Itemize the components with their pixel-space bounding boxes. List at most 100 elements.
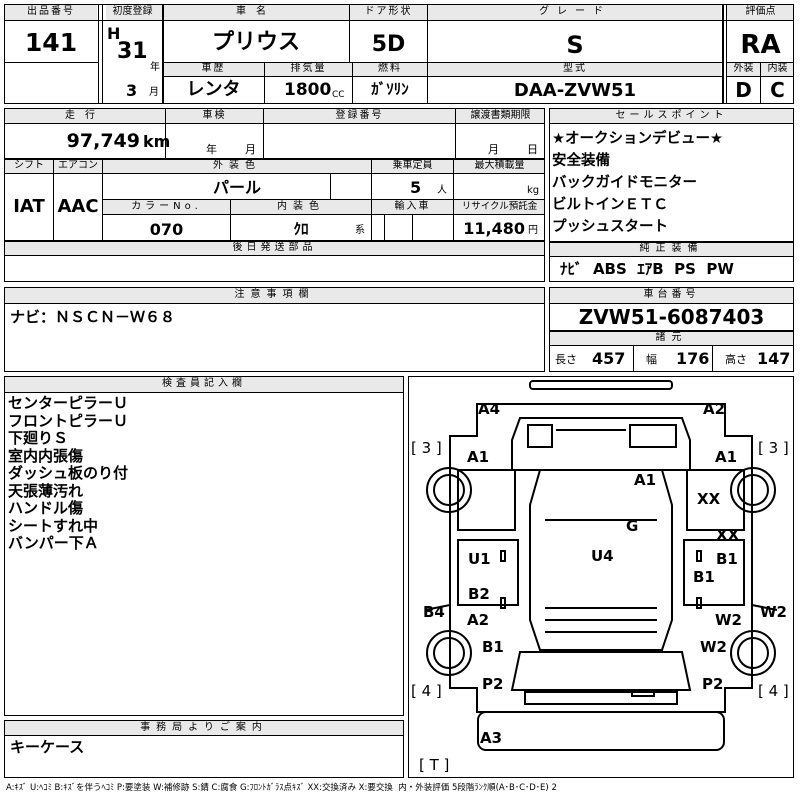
damage-code: A1 bbox=[467, 448, 490, 466]
fuel-label: 燃料 bbox=[378, 63, 402, 74]
equipment-label: 純正装備 bbox=[639, 243, 704, 254]
recycle-unit: 円 bbox=[528, 225, 538, 236]
mileage-label: 走行 bbox=[65, 110, 105, 121]
car-name-label: 車名 bbox=[236, 6, 276, 17]
door-type: 5D bbox=[371, 32, 406, 57]
width: 176 bbox=[676, 349, 710, 368]
exterior-score: D bbox=[735, 78, 752, 102]
damage-code: U4 bbox=[591, 547, 614, 565]
damage-code: B2 bbox=[468, 585, 490, 603]
chassis-label: 車台番号 bbox=[643, 289, 700, 300]
sales-point-item: バックガイドモニター bbox=[552, 175, 697, 191]
later-parts-label: 後日発送部品 bbox=[232, 242, 317, 253]
cautions-box bbox=[4, 287, 545, 372]
lot-label: 出品番号 bbox=[27, 6, 75, 17]
import-label: 輸入車 bbox=[394, 201, 431, 212]
ac-label: エアコン bbox=[58, 160, 98, 171]
exterior-label: 外装 bbox=[733, 63, 754, 74]
transfer-label: 譲渡書類期限 bbox=[470, 110, 531, 121]
model-code: DAA-ZVW51 bbox=[513, 80, 637, 101]
displacement-unit: CC bbox=[332, 90, 345, 100]
inspection-label: 車検 bbox=[202, 110, 227, 121]
capacity-unit: 人 bbox=[437, 185, 447, 196]
damage-code: A4 bbox=[478, 400, 501, 418]
recycle-label: リサイクル預託金 bbox=[461, 201, 538, 212]
shift-label: シフト bbox=[14, 160, 44, 171]
month-unit: 月 bbox=[149, 87, 159, 98]
office-box bbox=[4, 720, 404, 778]
chassis-box bbox=[549, 287, 794, 372]
damage-code: B1 bbox=[482, 638, 504, 656]
details-table bbox=[4, 108, 545, 282]
car-name: プリウス bbox=[211, 30, 300, 55]
damage-code: A2 bbox=[467, 611, 490, 629]
fuel: ｶﾞｿﾘﾝ bbox=[371, 80, 409, 98]
sales-points-box bbox=[549, 108, 794, 282]
car-diagram bbox=[424, 380, 778, 751]
header-table bbox=[4, 4, 794, 104]
damage-code: A1 bbox=[634, 471, 657, 489]
dims-label: 諸元 bbox=[655, 332, 688, 343]
score: RA bbox=[740, 30, 781, 60]
inspector-label: 検査員記入欄 bbox=[162, 378, 246, 389]
height: 147 bbox=[757, 349, 791, 368]
length: 457 bbox=[592, 349, 626, 368]
recycle-fee: 11,480 bbox=[463, 219, 525, 238]
damage-code: U1 bbox=[468, 550, 491, 568]
grade-label: グレード bbox=[539, 6, 611, 17]
era: H bbox=[107, 24, 121, 43]
cautions-text: ナビ：ＮＳＣＮ－Ｗ６８ bbox=[10, 308, 176, 326]
inspector-note: シートすれ中 bbox=[8, 516, 99, 535]
inspector-note: バンパー下Ａ bbox=[8, 534, 99, 552]
bracket-label: [ 4 ] bbox=[758, 682, 789, 700]
cautions-label: 注意事項欄 bbox=[234, 289, 315, 300]
damage-code: G bbox=[626, 517, 639, 535]
shift: IAT bbox=[13, 196, 45, 217]
transfer-month-unit: 月 bbox=[488, 143, 499, 156]
capacity-label: 乗車定員 bbox=[392, 160, 433, 171]
inspector-note: ハンドル傷 bbox=[8, 499, 84, 517]
damage-code: B1 bbox=[716, 550, 738, 568]
damage-code: B4 bbox=[423, 603, 445, 621]
displacement-label: 排気量 bbox=[290, 63, 327, 74]
interior-color-label: 内装色 bbox=[277, 201, 325, 212]
damage-code: A2 bbox=[703, 400, 726, 418]
inspector-note: 室内内張傷 bbox=[8, 446, 84, 465]
sales-point-item: ★オークションデビュー★ bbox=[552, 131, 723, 147]
history: レンタ bbox=[186, 79, 241, 100]
first-reg-label: 初度登録 bbox=[112, 6, 153, 17]
damage-code: W2 bbox=[760, 603, 787, 621]
length-label: 長さ bbox=[555, 353, 577, 366]
capacity: 5 bbox=[410, 178, 422, 197]
color-no-label: カラーNo. bbox=[131, 201, 202, 212]
sales-point-item: ビルトインＥＴＣ bbox=[552, 197, 668, 213]
damage-code: A1 bbox=[715, 448, 738, 466]
year-unit: 年 bbox=[150, 62, 160, 73]
chassis-number: ZVW51-6087403 bbox=[578, 305, 765, 329]
office-label: 事務局よりご案内 bbox=[140, 722, 268, 733]
door-label: ドア形状 bbox=[364, 6, 413, 17]
inspector-box bbox=[4, 376, 404, 716]
damage-code: A3 bbox=[480, 729, 503, 747]
exterior-color-label: 外装色 bbox=[213, 160, 261, 171]
inspector-note: センターピラーＵ bbox=[8, 394, 129, 412]
bracket-label: [ 3 ] bbox=[758, 439, 789, 457]
inspector-note: ダッシュ板のり付 bbox=[8, 464, 129, 482]
interior-color-unit: 系 bbox=[355, 225, 365, 236]
reg-month: 3 bbox=[126, 81, 138, 100]
legend: A:ｷｽﾞ U:ﾍｺﾐ B:ｷｽﾞを伴うﾍｺﾐ P:要塗装 W:補修跡 S:錆 … bbox=[6, 783, 557, 793]
exterior-color: パール bbox=[212, 178, 261, 197]
damage-code: W2 bbox=[715, 611, 742, 629]
grade: S bbox=[566, 31, 584, 59]
mileage-unit: km bbox=[143, 132, 171, 151]
interior-color: ｸﾛ bbox=[293, 220, 309, 238]
transfer-day-unit: 日 bbox=[527, 143, 538, 156]
office-notice: キーケース bbox=[10, 738, 85, 756]
damage-code: W2 bbox=[700, 638, 727, 656]
history-label: 車歴 bbox=[201, 63, 226, 74]
air-conditioner: AAC bbox=[57, 196, 99, 217]
color-no: 070 bbox=[149, 220, 184, 239]
inspector-note: 下廻りＳ bbox=[8, 429, 69, 447]
interior-score: C bbox=[770, 78, 785, 102]
max-load-unit: kg bbox=[527, 185, 540, 196]
